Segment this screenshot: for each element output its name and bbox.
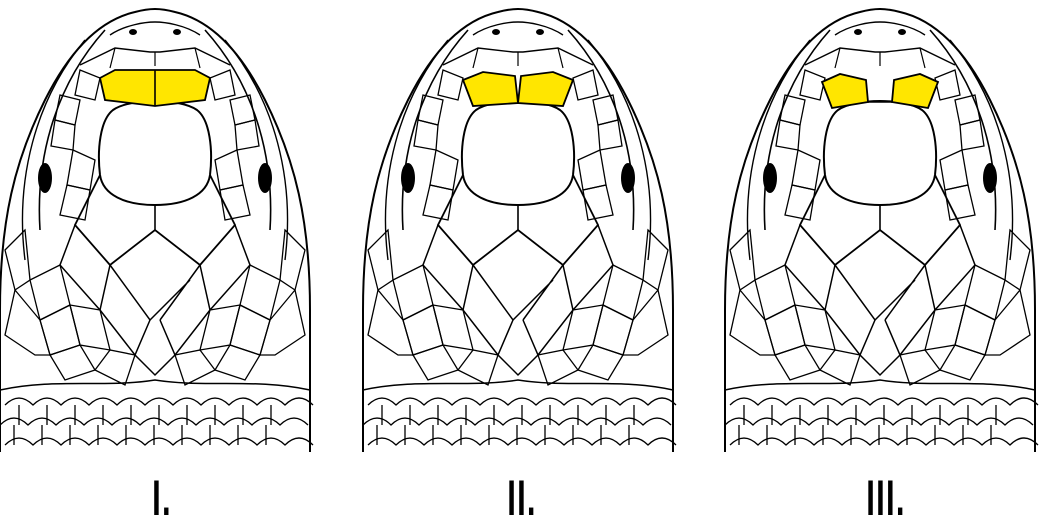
head-panel-1 xyxy=(0,9,313,452)
head-panel-2 xyxy=(363,9,676,452)
panel-label-1: I. xyxy=(125,470,199,526)
prefrontal-scale-left xyxy=(822,74,868,108)
prefrontal-scale-right xyxy=(892,74,938,108)
head-panel-3 xyxy=(725,9,1038,452)
panel-label-2: II. xyxy=(485,470,559,526)
panel-label-3: III. xyxy=(849,470,923,526)
prefrontal-scale-right xyxy=(518,72,573,106)
prefrontal-scale-left xyxy=(463,72,518,106)
